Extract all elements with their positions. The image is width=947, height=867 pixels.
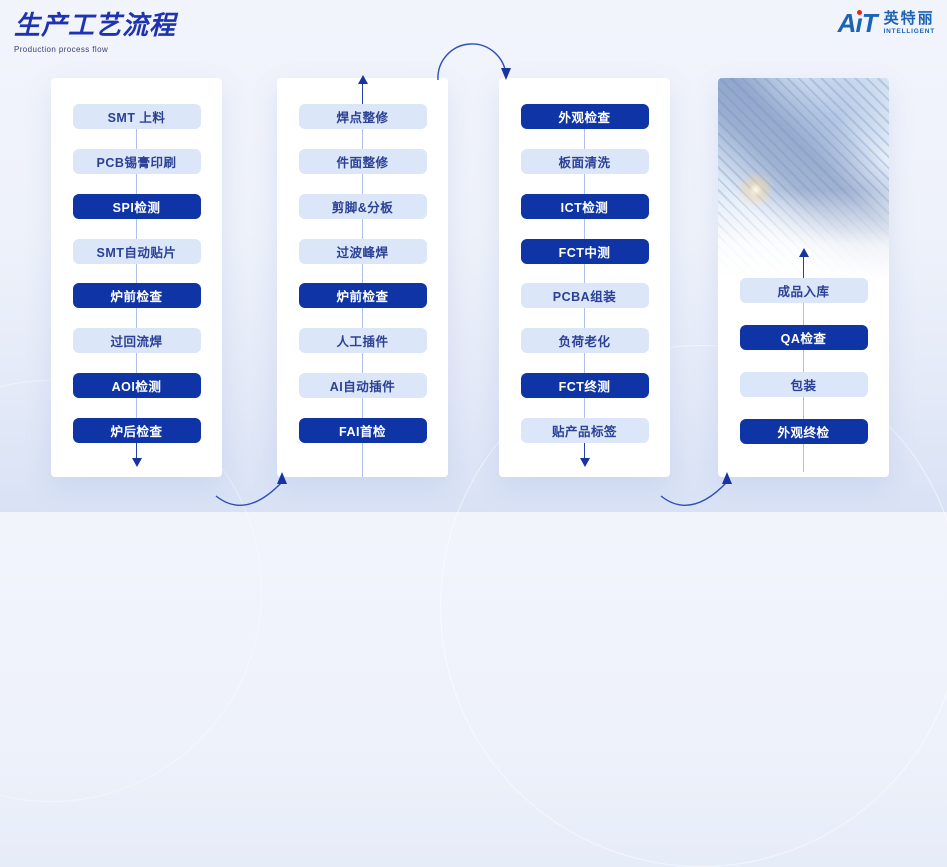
process-step: 负荷老化 <box>520 328 649 354</box>
flow-line-active <box>361 84 364 114</box>
process-step: 包装 <box>739 372 868 397</box>
logo-letter-t: T <box>861 8 878 38</box>
process-step: AI自动插件 <box>298 373 427 399</box>
process-step: 炉前检查 <box>298 283 427 309</box>
logo-letter-a: A <box>837 8 857 38</box>
process-step: AOI检测 <box>72 373 201 399</box>
process-step: PCBA组装 <box>520 283 649 309</box>
process-step: 过波峰焊 <box>298 238 427 264</box>
logo-letter-i: ı <box>855 8 863 38</box>
process-step: 炉后检查 <box>72 417 201 443</box>
process-step: 外观检查 <box>520 104 649 129</box>
process-step: 成品入库 <box>739 278 868 303</box>
process-step: 板面清洗 <box>520 148 649 174</box>
logo-red-dot-icon <box>857 10 863 15</box>
flow-arc-bottom-col3-to-col4 <box>660 472 732 506</box>
process-step: 外观终检 <box>739 419 868 444</box>
flow-line <box>136 116 137 442</box>
arrow-down-icon <box>579 458 590 467</box>
process-step: FCT终测 <box>520 373 649 399</box>
process-step: FAI首检 <box>298 417 427 443</box>
process-step: SMT自动贴片 <box>72 238 201 264</box>
flow-arc-top-col2-to-col3 <box>437 43 511 81</box>
flow-line-active <box>802 257 805 288</box>
process-step: 人工插件 <box>298 328 427 354</box>
process-step: PCB锡膏印刷 <box>72 148 201 174</box>
arrow-up-icon <box>798 248 809 257</box>
process-step: 炉前检查 <box>72 283 201 309</box>
page-subtitle: Production process flow <box>14 45 109 54</box>
process-step: 焊点整修 <box>298 104 427 129</box>
process-step: SMT 上料 <box>72 104 201 129</box>
arrow-up-icon <box>357 75 368 84</box>
process-step: ICT检测 <box>520 193 649 219</box>
process-column-2: 焊点整修 件面整修 剪脚&分板 过波峰焊 炉前检查 人工插件 AI自动插件 FA… <box>277 75 448 477</box>
process-column-3: 外观检查 板面清洗 ICT检测 FCT中测 PCBA组装 负荷老化 FCT终测 … <box>499 78 670 477</box>
logo-brand-cn: 英特丽 <box>883 9 935 27</box>
logo-brand-en: INTELLIGENT <box>883 28 935 36</box>
page-title: 生产工艺流程 <box>14 10 177 40</box>
process-step: 件面整修 <box>298 148 427 174</box>
page-header: 生产工艺流程 Production process flow <box>14 5 176 54</box>
flow-arc-bottom-col1-to-col2 <box>215 472 287 506</box>
process-step: SPI检测 <box>72 193 201 219</box>
process-step: FCT中测 <box>520 238 649 264</box>
process-step: QA检查 <box>739 325 868 350</box>
process-column-1: SMT 上料 PCB锡膏印刷 SPI检测 SMT自动贴片 炉前检查 过回流焊 A… <box>51 78 222 477</box>
flow-line-active <box>135 442 138 460</box>
flow-line-active <box>583 442 586 460</box>
arrow-down-icon <box>131 458 142 467</box>
process-column-4: 成品入库 QA检查 包装 外观终检 <box>718 78 889 477</box>
flow-line <box>584 116 585 442</box>
process-step: 贴产品标签 <box>520 417 649 443</box>
process-step: 过回流焊 <box>72 328 201 354</box>
process-step: 剪脚&分板 <box>298 193 427 219</box>
